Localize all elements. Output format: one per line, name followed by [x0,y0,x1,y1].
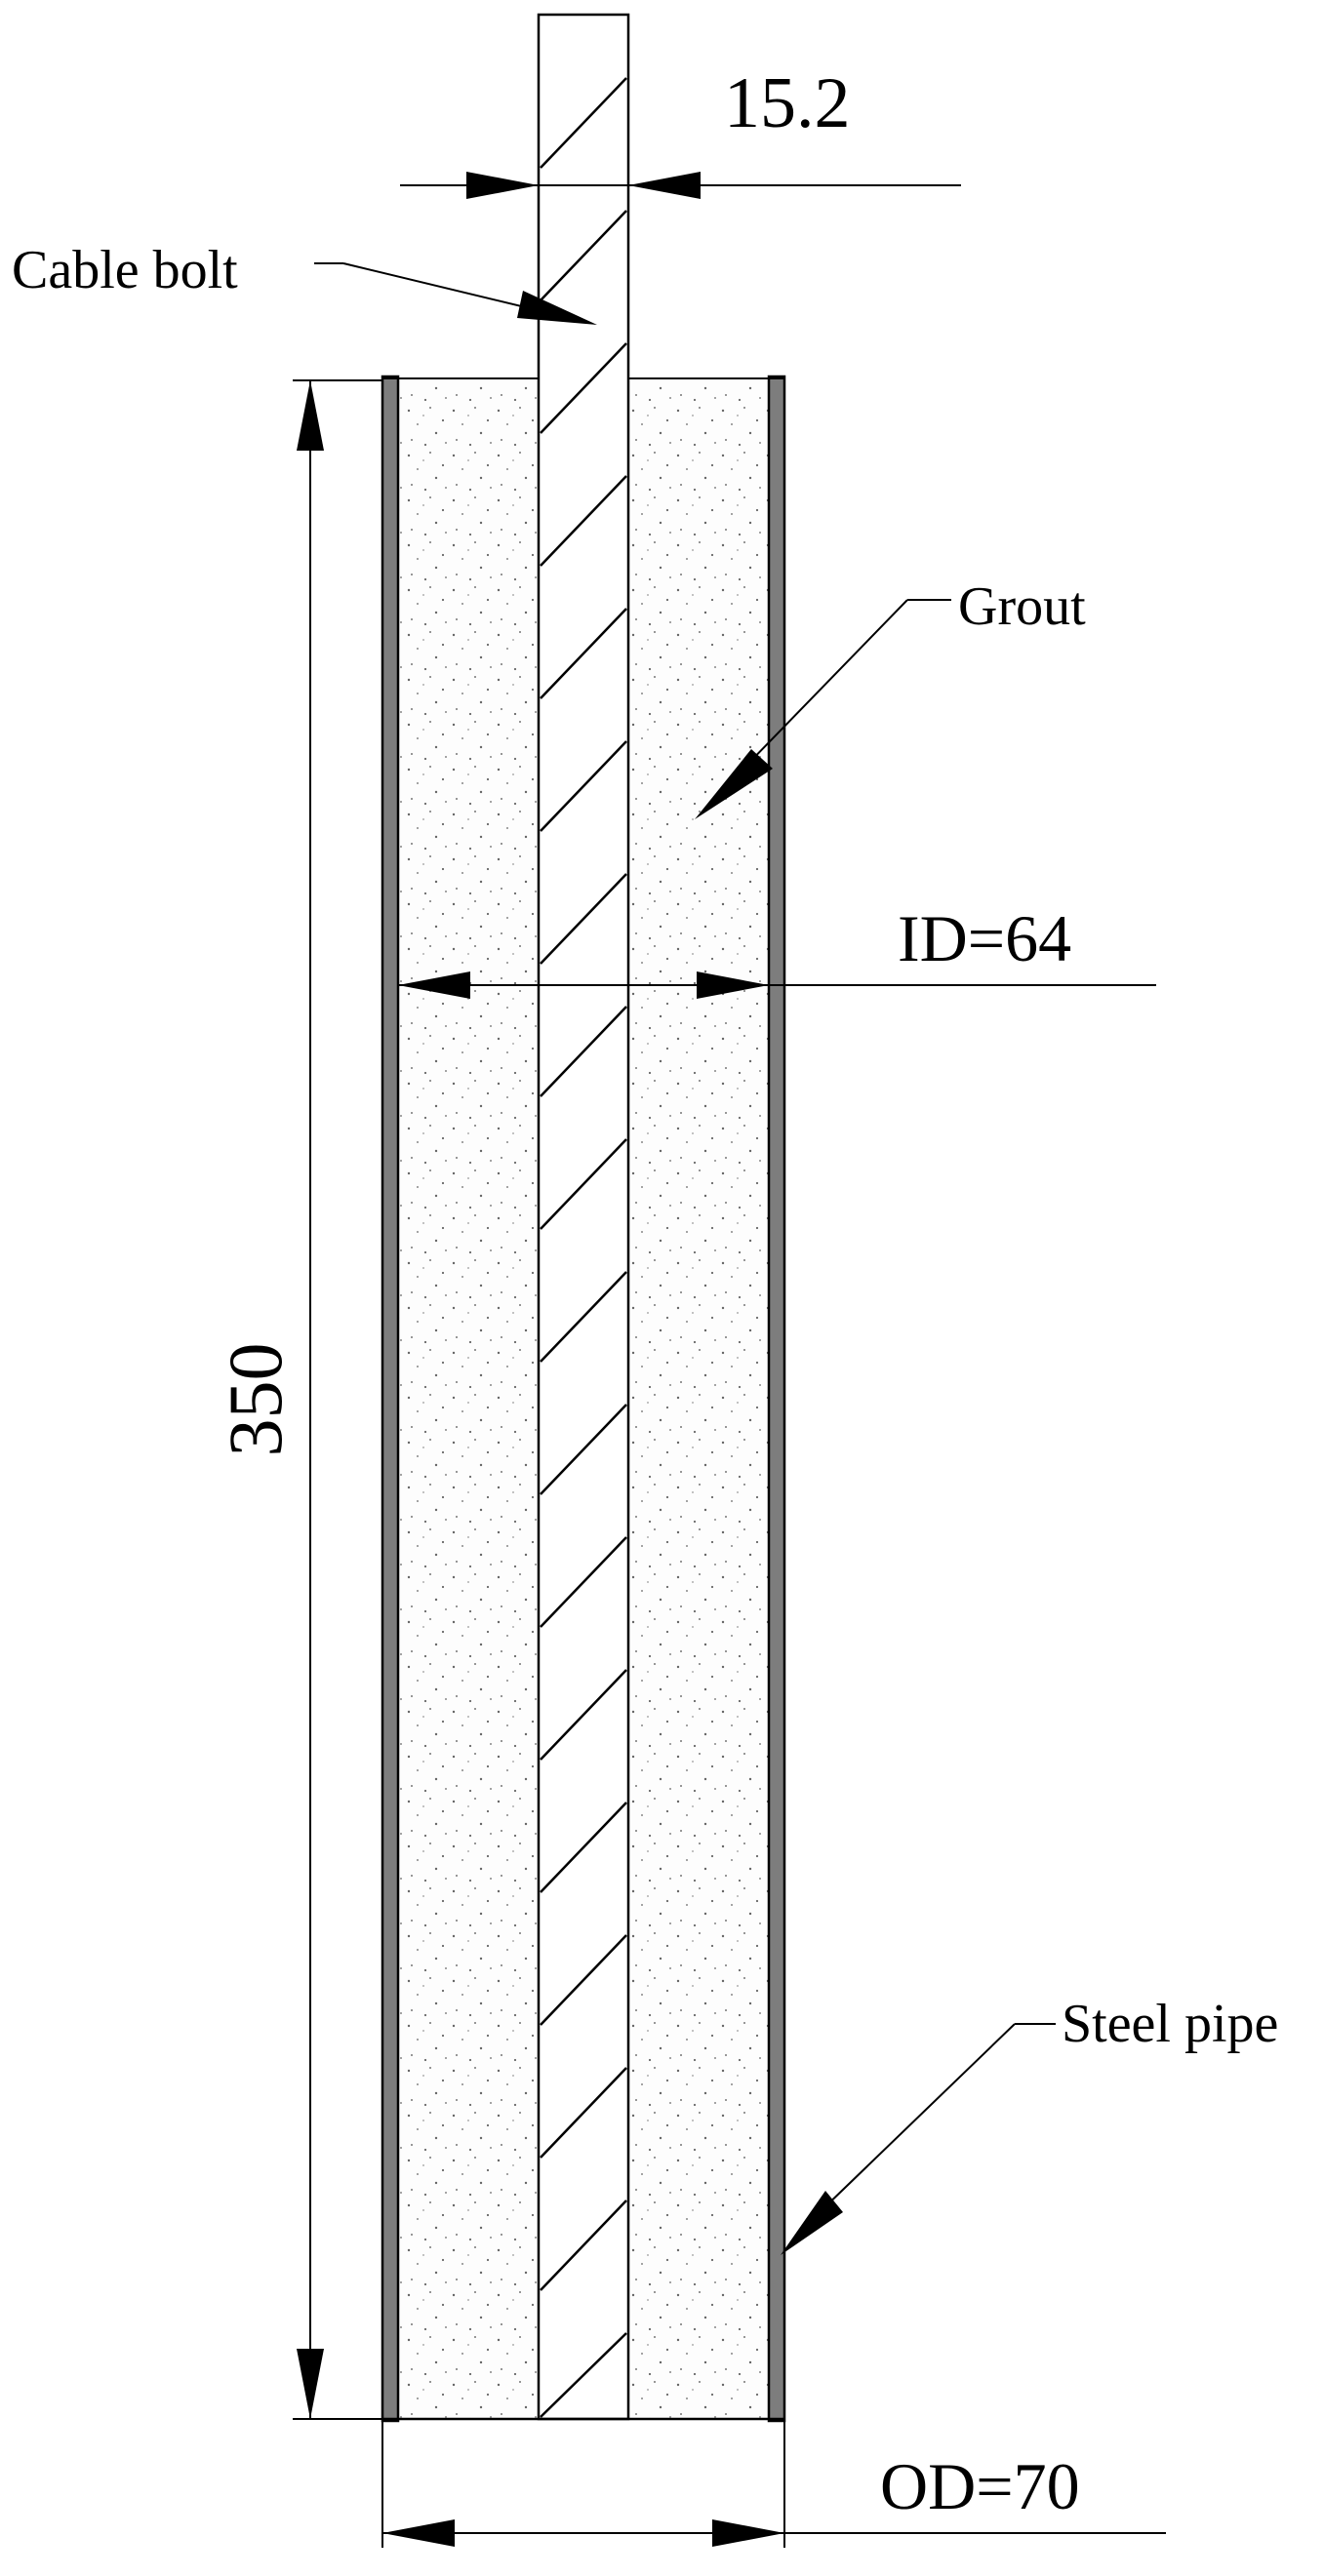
arrowhead-icon [297,380,324,451]
grout-right [628,380,769,2419]
cable-bolt-label: Cable bolt [12,240,238,300]
length-label: 350 [213,1343,298,1457]
grout-left [398,380,539,2419]
arrowhead-icon [697,971,769,999]
arrowhead-icon [517,291,597,325]
arrowhead-icon [297,2349,324,2419]
bolt-rib-line [540,2332,627,2418]
steel-pipe-left-wall [381,375,400,2423]
cable-bolt-hatch [540,77,627,2418]
inner-diameter-dimension: ID=64 [398,901,1156,999]
arrowhead-icon [382,2519,455,2547]
steel-pipe [381,375,786,2423]
arrowhead-icon [398,971,470,999]
bolt-rib-line [540,342,627,434]
bolt-rib-line [540,1138,627,1230]
bolt-rib-line [540,1669,627,1761]
length-dimension: 350 [213,379,382,2420]
bolt-rib-line [540,608,627,699]
bolt-rib-line [540,210,627,301]
outer-diameter-dimension: OD=70 [381,2421,1166,2548]
cable-bolt [537,13,630,2421]
bolt-rib-line [540,1006,627,1097]
arrowhead-icon [781,2191,843,2255]
inner-diameter-label: ID=64 [898,901,1071,975]
bolt-rib-line [540,873,627,965]
grout-callout: Grout [695,576,1086,819]
bolt-rib-line [540,1934,627,2026]
arrowhead-icon [695,749,773,819]
bolt-rib-line [540,77,627,169]
bolt-rib-line [540,2200,627,2291]
steel-pipe-right-wall [767,375,786,2423]
cable-bolt-callout: Cable bolt [12,240,597,325]
bolt-rib-line [540,475,627,567]
bolt-diameter-dimension: 15.2 [400,63,961,199]
bolt-rib-line [540,1404,627,1495]
bolt-rib-line [540,1802,627,1893]
arrowhead-icon [712,2519,784,2547]
grout-fill [398,380,769,2419]
bolt-rib-line [540,2067,627,2159]
bolt-rib-line [540,740,627,832]
outer-diameter-label: OD=70 [880,2449,1080,2523]
bolt-rib-line [540,1271,627,1363]
bolt-diameter-label: 15.2 [724,63,851,143]
arrowhead-icon [466,172,539,199]
steel-pipe-label: Steel pipe [1062,1994,1278,2054]
arrowhead-icon [628,172,701,199]
leader-line [817,2023,1016,2215]
leader-line [741,599,908,772]
bolt-rib-line [540,1536,627,1628]
steel-pipe-callout: Steel pipe [781,1994,1278,2255]
grout-label: Grout [958,576,1086,637]
